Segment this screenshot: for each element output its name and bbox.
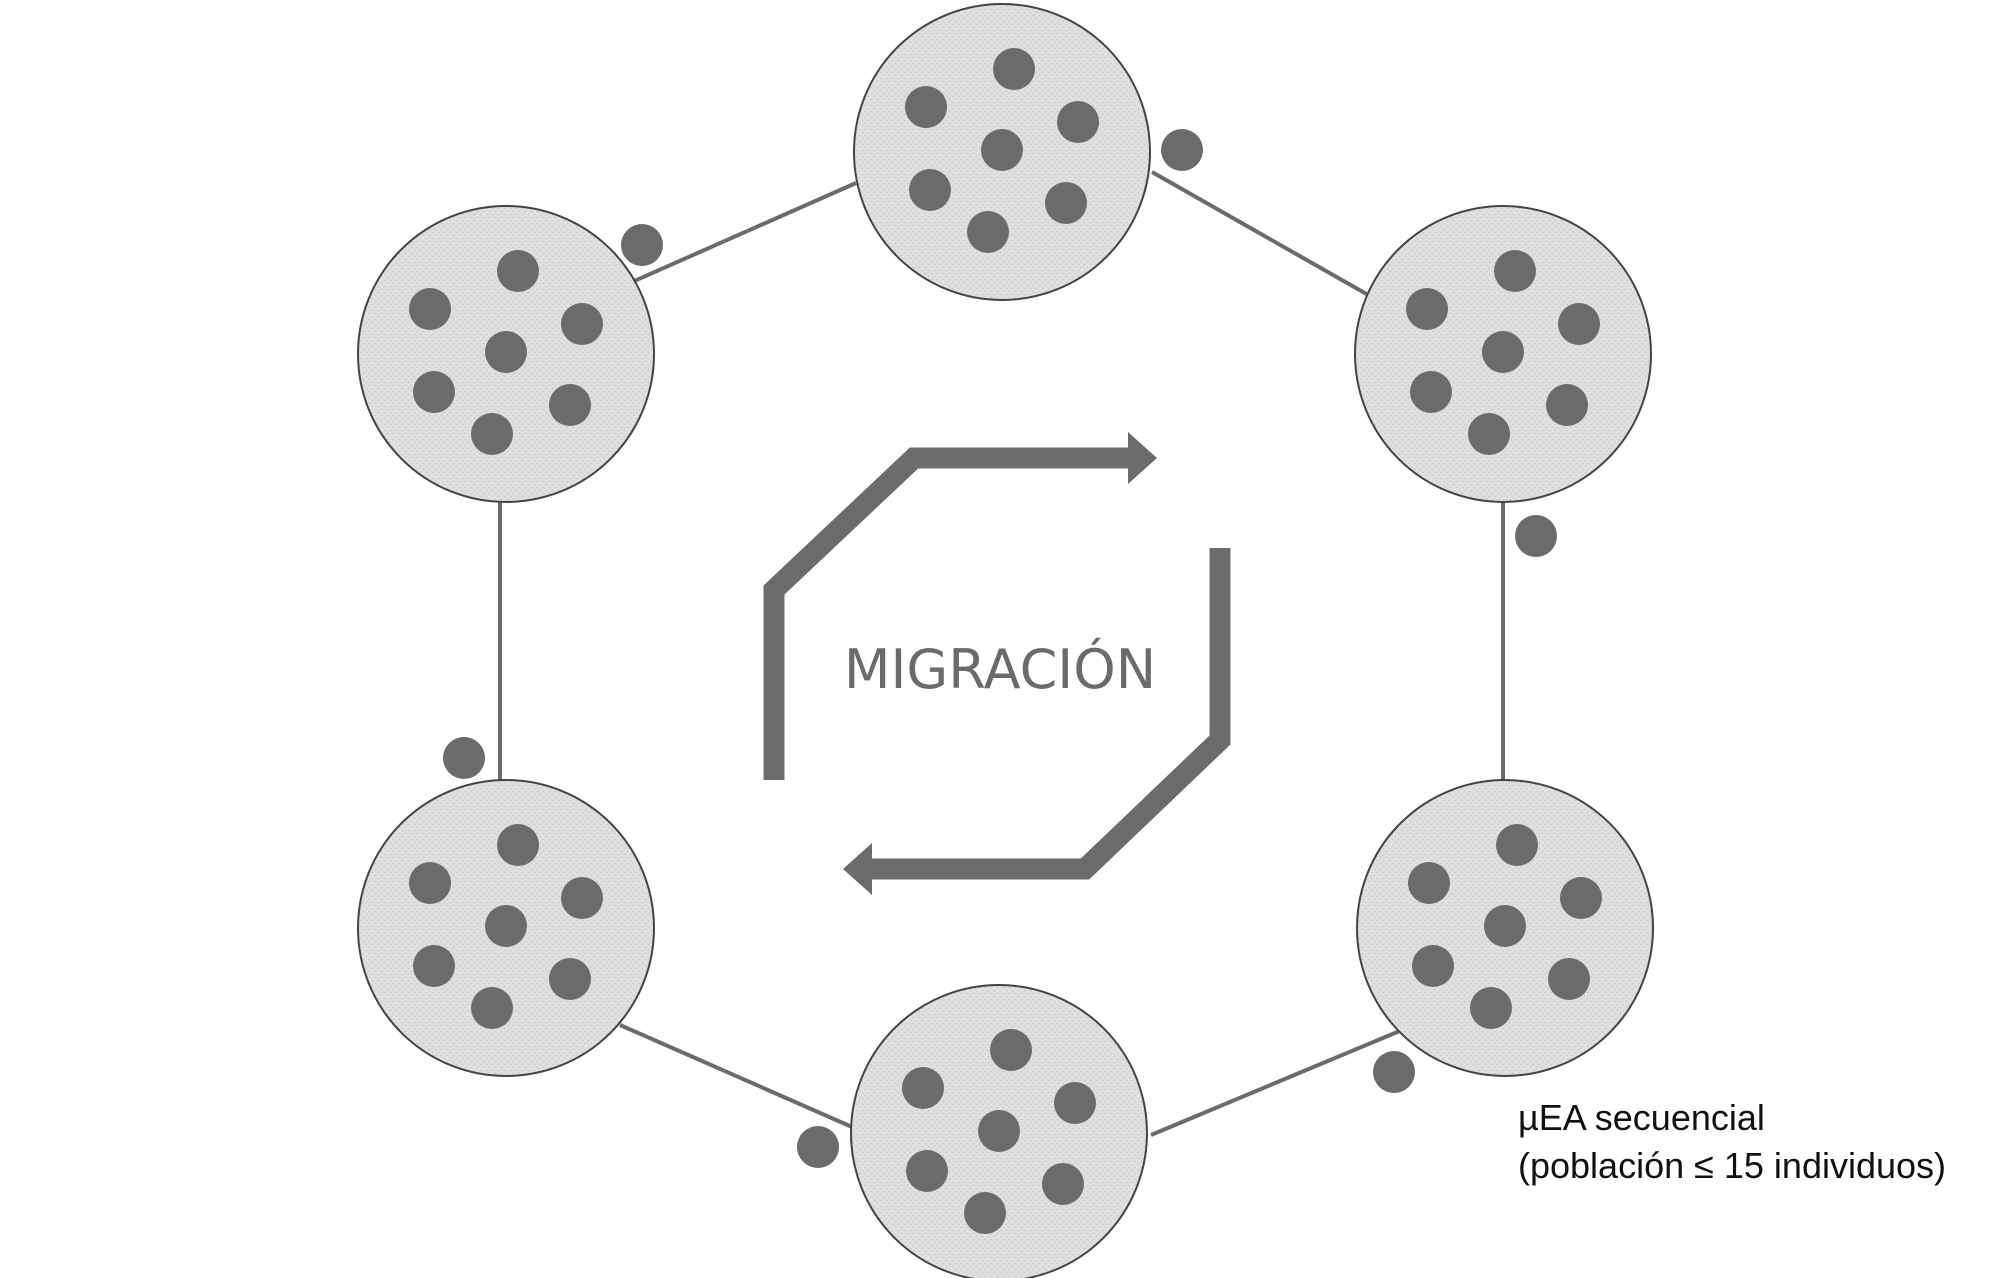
individual (905, 86, 947, 128)
island-upper-left (357, 205, 655, 503)
link-upper-left-to-top (631, 181, 857, 284)
individual (471, 413, 513, 455)
migrant-individual (621, 224, 663, 266)
migrants (443, 129, 1557, 1168)
individual (967, 211, 1009, 253)
individual (471, 987, 513, 1029)
individual (413, 371, 455, 413)
arrow-head (1128, 432, 1157, 484)
island-lower-left (357, 779, 655, 1077)
individual (1406, 288, 1448, 330)
individual (485, 905, 527, 947)
individual (906, 1150, 948, 1192)
individual (1482, 331, 1524, 373)
link-bottom-to-lower-left (619, 1023, 853, 1129)
individual (1560, 877, 1602, 919)
individual (409, 288, 451, 330)
migrant-individual (1515, 515, 1557, 557)
individual (1412, 945, 1454, 987)
individual (990, 1029, 1032, 1071)
individual (1470, 987, 1512, 1029)
arrow-head (843, 843, 872, 895)
individual (909, 169, 951, 211)
ring-connections (498, 170, 1505, 1137)
individual (497, 250, 539, 292)
arrow-shaft (763, 447, 1130, 780)
individual (549, 384, 591, 426)
individual (902, 1067, 944, 1109)
island-upper-right (1354, 205, 1652, 503)
individual (981, 129, 1023, 171)
migrant-individual (797, 1126, 839, 1168)
individual (409, 862, 451, 904)
individual (561, 303, 603, 345)
individual (1468, 413, 1510, 455)
individual (964, 1192, 1006, 1234)
migration-arrow-bottom (843, 548, 1231, 895)
migration-label: MIGRACIÓN (844, 638, 1156, 701)
island-bottom (850, 984, 1148, 1278)
individual (978, 1110, 1020, 1152)
individual (561, 877, 603, 919)
individual (497, 824, 539, 866)
individual (1494, 250, 1536, 292)
individual (993, 48, 1035, 90)
individual (1408, 862, 1450, 904)
individual (1042, 1163, 1084, 1205)
migration-arrow-top (763, 432, 1157, 780)
individual (1045, 182, 1087, 224)
individual (1548, 958, 1590, 1000)
link-lower-right-to-bottom (1150, 1028, 1403, 1137)
individual (1057, 101, 1099, 143)
link-top-to-upper-right (1151, 170, 1371, 298)
arrow-shaft (870, 548, 1231, 880)
individual (1546, 384, 1588, 426)
individual (1496, 824, 1538, 866)
individual (1054, 1082, 1096, 1124)
island-lower-right (1356, 779, 1654, 1077)
individual (1410, 371, 1452, 413)
migrant-individual (1373, 1051, 1415, 1093)
migrant-individual (443, 737, 485, 779)
individual (413, 945, 455, 987)
individual (549, 958, 591, 1000)
individual (1484, 905, 1526, 947)
individual (1558, 303, 1600, 345)
migrant-individual (1161, 129, 1203, 171)
caption-line-2: (población ≤ 15 individuos) (1518, 1145, 1946, 1186)
caption-line-1: µEA secuencial (1518, 1097, 1765, 1138)
individual (485, 331, 527, 373)
island-top (853, 3, 1151, 301)
